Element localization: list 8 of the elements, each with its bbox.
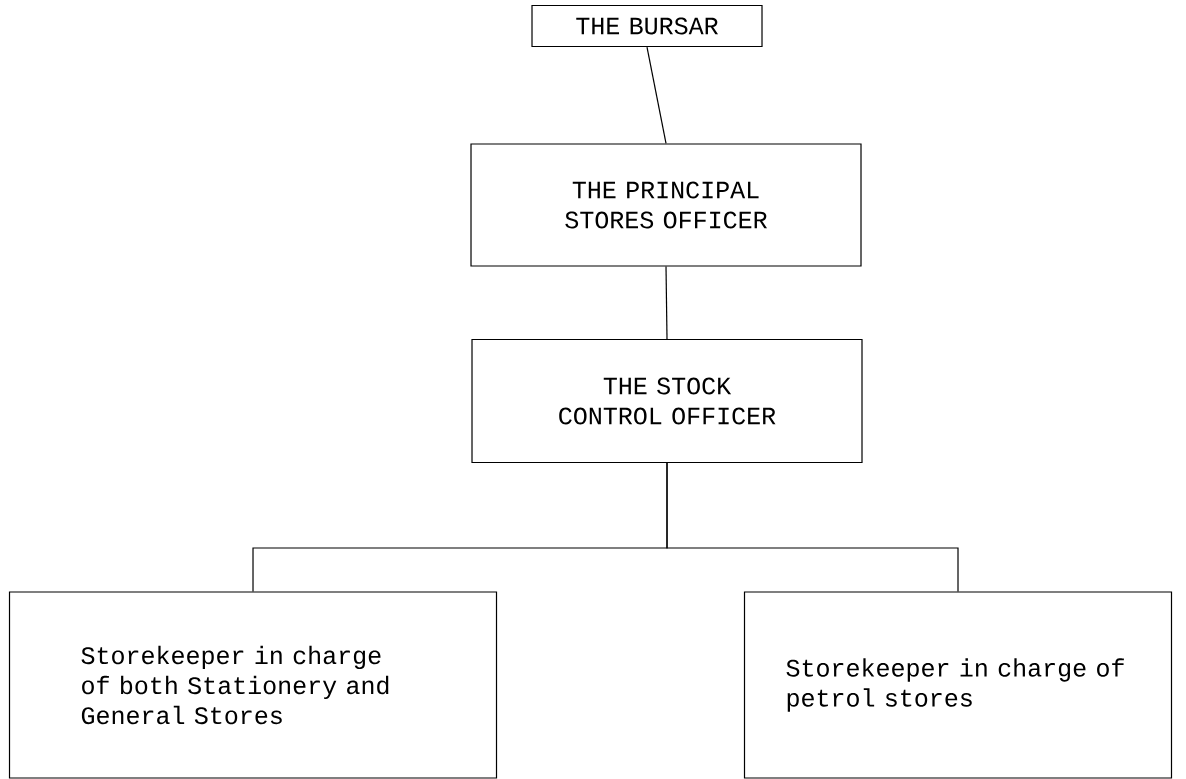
connector-line [646,46,667,144]
org-box: THE BURSAR [531,4,763,48]
org-box: THE PRINCIPAL STORES OFFICER [470,143,862,267]
org-box: THE STOCK CONTROL OFFICER [471,338,863,464]
org-box: Storekeeper in charge of both Stationery and General Stores [8,591,498,779]
connector-line [666,462,959,592]
connector-line [665,266,668,340]
org-box: Storekeeper in charge of petrol stores [743,591,1173,779]
